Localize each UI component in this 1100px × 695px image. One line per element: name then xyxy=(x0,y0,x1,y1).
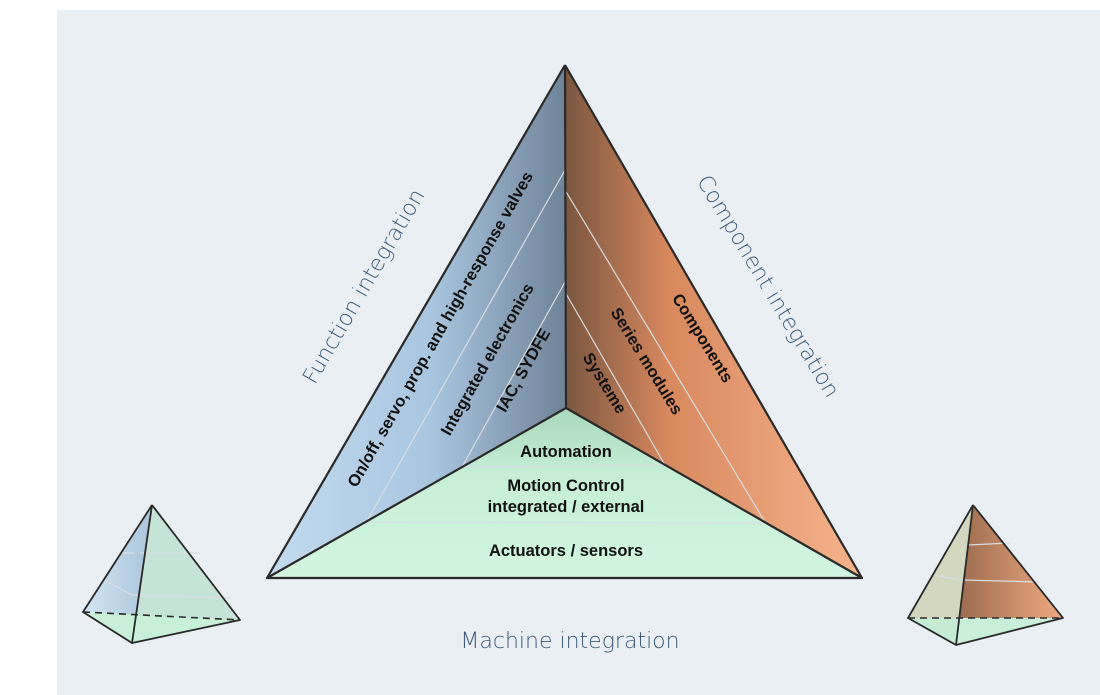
main-pyramid-outline xyxy=(265,64,864,580)
main-pyramid-right-base-edge xyxy=(565,407,863,579)
function-layer-line-2 xyxy=(461,281,566,468)
machine-axis-label: Machine integration xyxy=(460,629,679,654)
small-component-pyramid-icon xyxy=(907,504,1064,646)
function-layer-line-1 xyxy=(366,169,566,522)
main-pyramid-left-base-edge xyxy=(266,407,567,579)
small-function-pyramid-icon xyxy=(82,504,241,644)
main-pyramid-front-edge xyxy=(563,64,568,409)
component-layer-line-1 xyxy=(564,189,766,523)
machine-face xyxy=(267,408,862,578)
machine-middle-label-line1: Motion Control xyxy=(507,477,624,495)
machine-layer-line-1 xyxy=(461,464,666,468)
machine-layer-line-2 xyxy=(366,521,766,524)
machine-bottom-label: Actuators / sensors xyxy=(489,542,643,560)
component-layer-line-2 xyxy=(564,291,666,466)
machine-middle-label-line2: integrated / external xyxy=(488,498,645,516)
machine-top-label: Automation xyxy=(520,443,612,461)
